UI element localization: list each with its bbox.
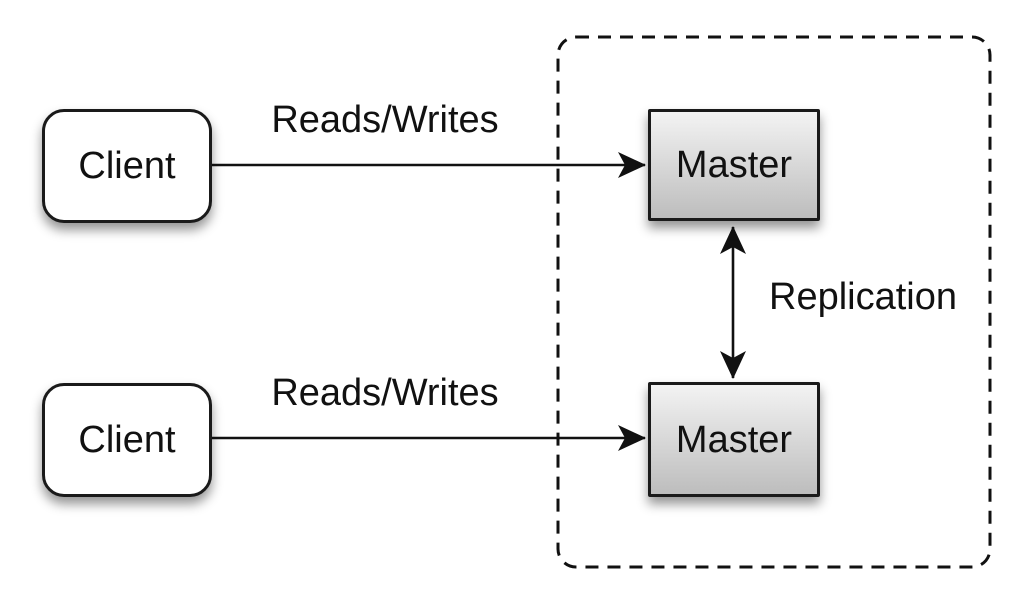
master-node-top-label: Master: [675, 144, 793, 186]
master-node-bottom: Master: [648, 382, 820, 497]
reads-writes-label-top: Reads/Writes: [271, 99, 499, 141]
master-node-bottom-label: Master: [675, 418, 793, 461]
client-node-bottom-label: Client: [78, 419, 176, 461]
client-node-top-label: Client: [78, 145, 176, 187]
reads-writes-label-bottom: Reads/Writes: [271, 372, 499, 414]
master-node-top: Master: [648, 109, 820, 221]
client-node-top: Client: [42, 109, 212, 223]
replication-label: Replication: [769, 276, 957, 318]
replication-group-boundary: [556, 35, 992, 569]
client-node-bottom: Client: [42, 383, 212, 497]
